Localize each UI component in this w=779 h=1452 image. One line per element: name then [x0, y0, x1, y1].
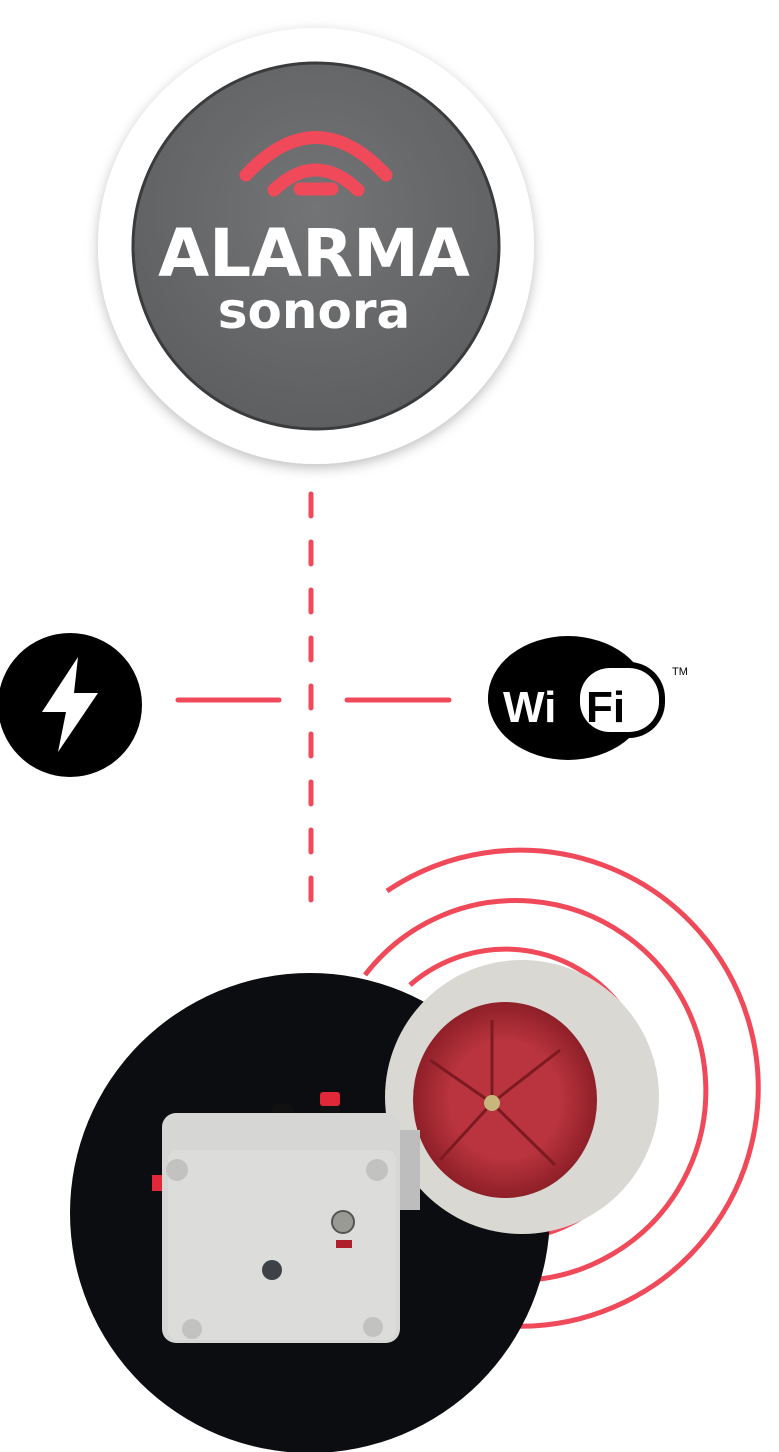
connector-lines: [175, 491, 452, 915]
wifi-logo: Wi Fi TM: [488, 636, 688, 760]
siren-device-photo: [70, 960, 659, 1452]
alarma-sonora-logo: ALARMA sonora: [98, 28, 534, 464]
wifi-left-text: Wi: [503, 683, 556, 732]
lightning-bolt-icon: [0, 633, 142, 777]
wifi-right-text: Fi: [586, 683, 625, 732]
logo-subtitle: sonora: [218, 282, 410, 340]
logo-title: ALARMA: [158, 215, 470, 292]
signal-icon: [239, 131, 393, 197]
wifi-tm: TM: [672, 666, 688, 678]
